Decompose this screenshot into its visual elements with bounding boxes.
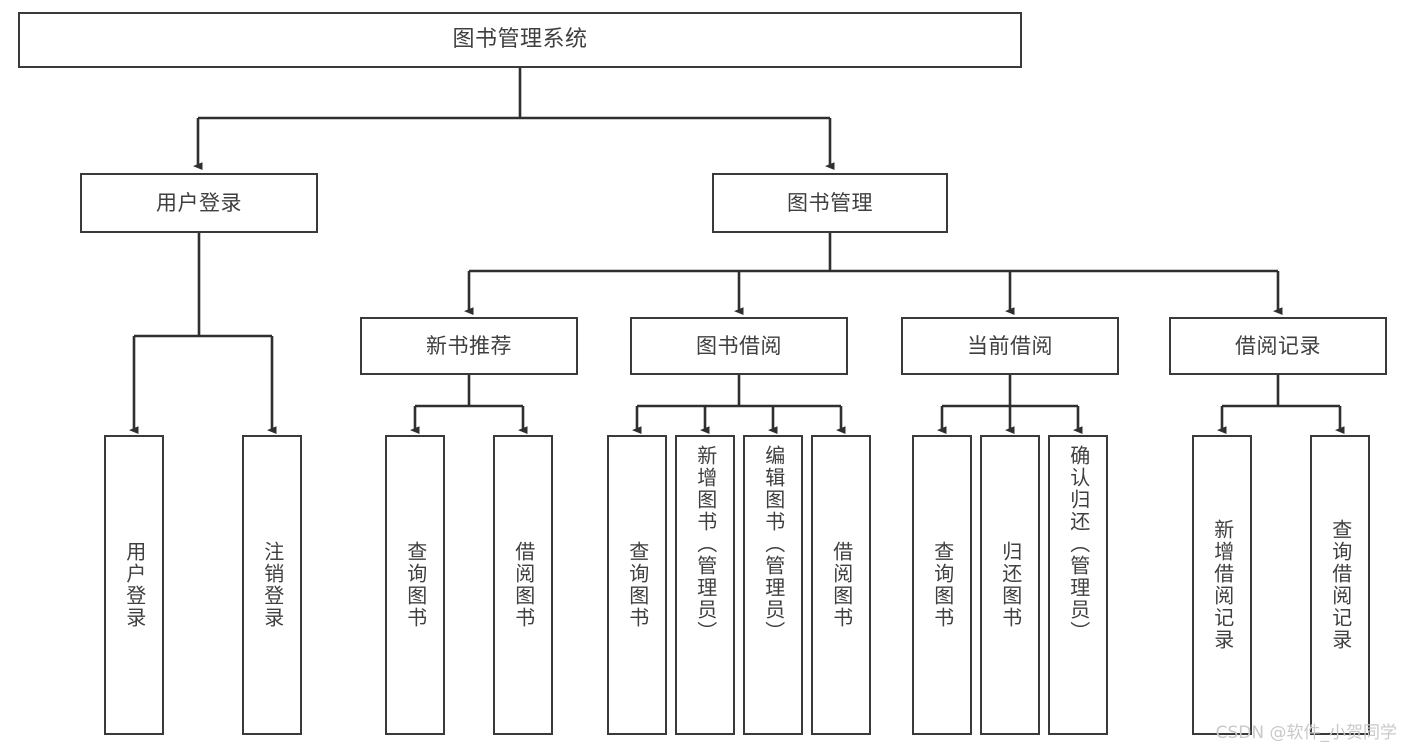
node-new-book-recommend[interactable]: 新书推荐 [360,317,578,375]
node-leaf-query-record-label: 查询借阅记录 [1328,519,1353,651]
node-leaf-add-book-label: 新增图书（管理员） [693,445,718,643]
node-leaf-borrow-book-1-label: 借阅图书 [511,541,536,629]
node-leaf-user-login-label: 用户登录 [122,541,147,629]
node-borrow-record[interactable]: 借阅记录 [1169,317,1387,375]
node-book-management[interactable]: 图书管理 [712,173,948,233]
node-leaf-query-book-1-label: 查询图书 [403,541,428,629]
node-user-login-label: 用户登录 [156,190,242,215]
node-root-label: 图书管理系统 [452,27,588,53]
node-leaf-edit-book-label: 编辑图书（管理员） [761,445,786,643]
node-leaf-confirm-return[interactable]: 确认归还（管理员） [1048,435,1108,735]
node-leaf-borrow-book-2-label: 借阅图书 [829,541,854,629]
node-leaf-query-book-1[interactable]: 查询图书 [385,435,445,735]
node-leaf-borrow-book-1[interactable]: 借阅图书 [493,435,553,735]
node-leaf-query-book-2[interactable]: 查询图书 [607,435,667,735]
node-leaf-add-record-label: 新增借阅记录 [1210,519,1235,651]
node-leaf-edit-book[interactable]: 编辑图书（管理员） [743,435,803,735]
node-leaf-add-record[interactable]: 新增借阅记录 [1192,435,1252,735]
node-leaf-return-book[interactable]: 归还图书 [980,435,1040,735]
node-borrow-record-label: 借阅记录 [1235,333,1321,358]
node-leaf-query-book-2-label: 查询图书 [625,541,650,629]
node-current-borrow-label: 当前借阅 [967,333,1053,358]
node-leaf-logout-label: 注销登录 [260,541,285,629]
node-user-login[interactable]: 用户登录 [80,173,318,233]
node-root[interactable]: 图书管理系统 [18,12,1022,68]
watermark: CSDN @软件_小贺同学 [1215,723,1397,743]
node-leaf-user-login[interactable]: 用户登录 [104,435,164,735]
node-book-borrow[interactable]: 图书借阅 [630,317,848,375]
node-new-book-recommend-label: 新书推荐 [426,333,512,358]
node-leaf-query-record[interactable]: 查询借阅记录 [1310,435,1370,735]
node-leaf-logout[interactable]: 注销登录 [242,435,302,735]
node-leaf-query-book-3[interactable]: 查询图书 [912,435,972,735]
node-current-borrow[interactable]: 当前借阅 [901,317,1119,375]
node-leaf-add-book[interactable]: 新增图书（管理员） [675,435,735,735]
node-book-borrow-label: 图书借阅 [696,333,782,358]
node-book-management-label: 图书管理 [787,190,873,215]
node-leaf-query-book-3-label: 查询图书 [930,541,955,629]
node-leaf-return-book-label: 归还图书 [998,541,1023,629]
node-leaf-confirm-return-label: 确认归还（管理员） [1066,445,1091,643]
node-leaf-borrow-book-2[interactable]: 借阅图书 [811,435,871,735]
